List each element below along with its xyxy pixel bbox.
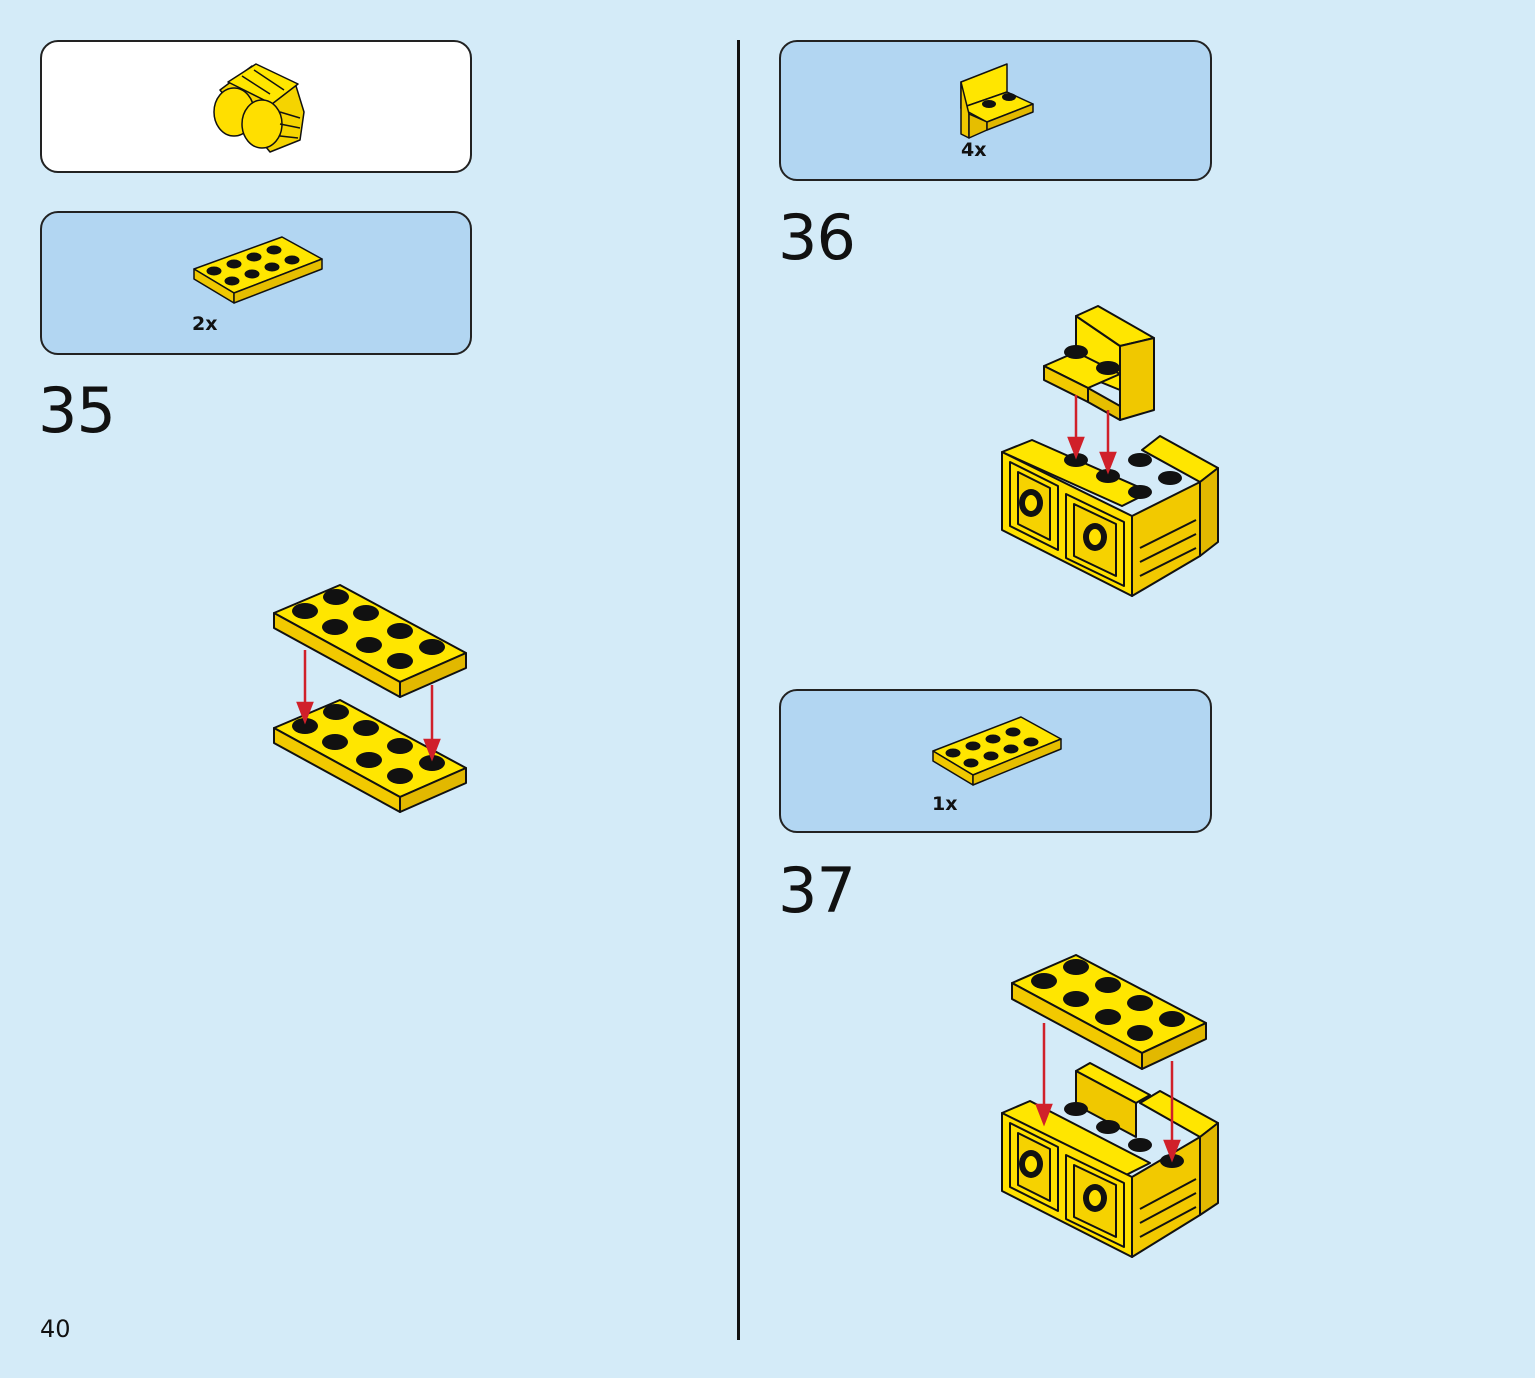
step-number: 35 — [38, 374, 116, 447]
plate-2x4-part-icon — [932, 716, 1062, 786]
parts-callout-box: 1x — [779, 689, 1212, 833]
submodel-callout-box — [40, 40, 472, 173]
part-quantity: 1x — [932, 793, 958, 815]
bracket-part-icon — [960, 63, 1034, 139]
part-quantity: 4x — [961, 139, 987, 161]
step-number: 37 — [778, 854, 856, 927]
step-36-illustration — [1001, 305, 1219, 597]
step-number: 36 — [778, 201, 856, 274]
part-quantity: 2x — [192, 313, 218, 335]
parts-callout-box: 4x — [779, 40, 1212, 181]
plate-2x4-part-icon — [193, 236, 323, 304]
step-35-illustration — [273, 584, 467, 813]
parts-callout-box: 2x — [40, 211, 472, 355]
page-divider — [737, 40, 740, 1340]
step-37-illustration — [1001, 954, 1219, 1258]
page-number: 40 — [40, 1315, 71, 1343]
double-wheel-submodel-icon — [213, 63, 305, 153]
